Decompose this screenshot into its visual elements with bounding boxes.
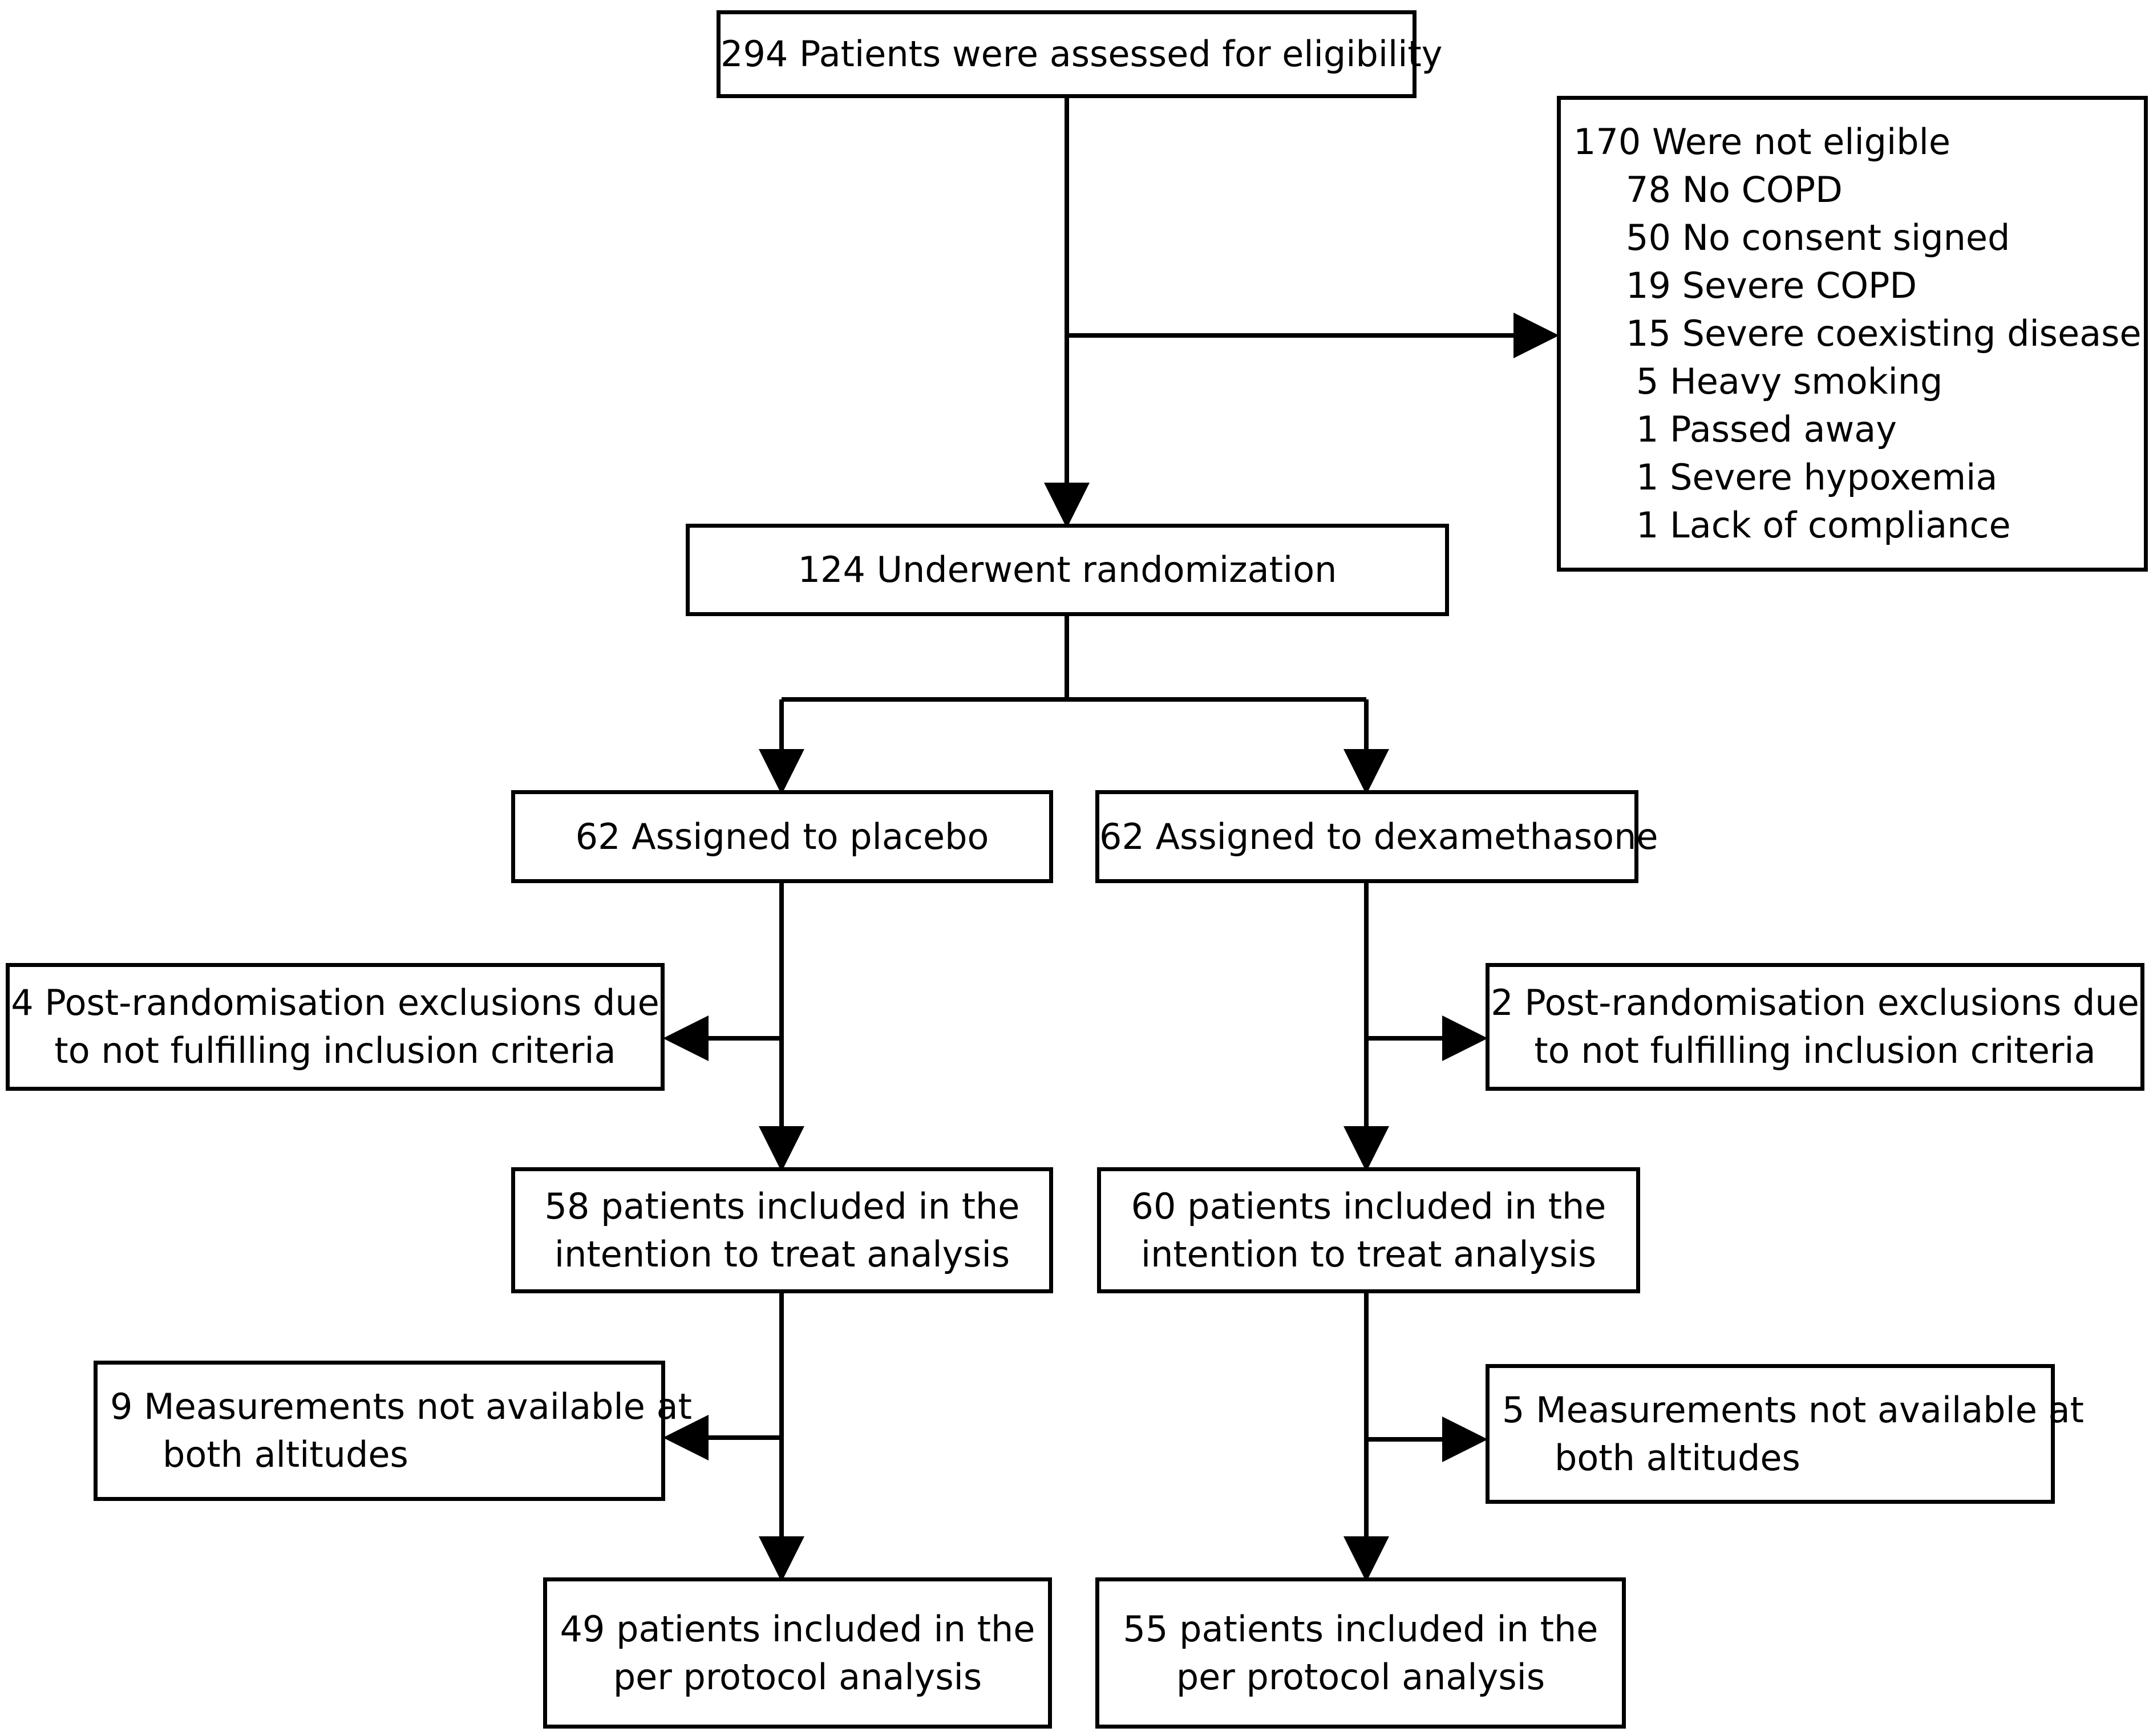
screening-text: 294 Patients were assessed for eligibili…: [721, 33, 1443, 75]
placebo-exclusion-box: 4 Post-randomisation exclusions due to n…: [6, 963, 665, 1091]
reason-severe-hypoxemia: 1 Severe hypoxemia: [1636, 456, 1998, 498]
reason-no-copd: 78 No COPD: [1626, 169, 1843, 211]
placebo-missing-line-1: 9 Measurements not available at: [110, 1386, 692, 1427]
not-eligible-box: 170 Were not eligible 78 No COPD 50 No c…: [1557, 96, 2148, 572]
reason-no-consent: 50 No consent signed: [1626, 217, 2010, 258]
reason-severe-coexisting: 15 Severe coexisting disease: [1626, 313, 2142, 354]
randomization-text: 124 Underwent randomization: [798, 549, 1337, 590]
dexamethasone-pp-box: 55 patients included in the per protocol…: [1095, 1577, 1626, 1729]
dexamethasone-missing-line-2: both altitudes: [1555, 1436, 1800, 1479]
dexamethasone-missing-box: 5 Measurements not available at both alt…: [1486, 1364, 2084, 1504]
placebo-missing-box: 9 Measurements not available at both alt…: [94, 1361, 692, 1501]
placebo-assigned-box: 62 Assigned to placebo: [511, 790, 1053, 883]
placebo-pp-line-1: 49 patients included in the: [560, 1608, 1035, 1650]
placebo-itt-line-2: intention to treat analysis: [554, 1233, 1010, 1275]
dexamethasone-exclusion-line-1: 2 Post-randomisation exclusions due: [1491, 982, 2139, 1023]
placebo-pp-line-2: per protocol analysis: [613, 1656, 982, 1698]
placebo-missing-line-2: both altitudes: [163, 1434, 408, 1475]
reason-lack-compliance: 1 Lack of compliance: [1636, 504, 2011, 546]
dexamethasone-itt-line-1: 60 patients included in the: [1131, 1185, 1606, 1227]
not-eligible-title: 170 Were not eligible: [1573, 121, 1950, 163]
placebo-exclusion-line-2: to not fulfilling inclusion criteria: [54, 1030, 616, 1071]
dexamethasone-itt-box: 60 patients included in the intention to…: [1097, 1167, 1640, 1293]
dexamethasone-pp-line-2: per protocol analysis: [1176, 1656, 1545, 1698]
placebo-itt-box: 58 patients included in the intention to…: [511, 1167, 1053, 1293]
reason-passed-away: 1 Passed away: [1636, 408, 1897, 450]
dexamethasone-assigned-box: 62 Assigned to dexamethasone: [1095, 790, 1658, 883]
dexamethasone-assigned-text: 62 Assigned to dexamethasone: [1099, 815, 1658, 857]
dexamethasone-pp-line-1: 55 patients included in the: [1123, 1608, 1598, 1650]
reason-severe-copd: 19 Severe COPD: [1626, 265, 1917, 306]
dexamethasone-missing-line-1: 5 Measurements not available at: [1502, 1389, 2084, 1431]
placebo-exclusion-line-1: 4 Post-randomisation exclusions due: [11, 982, 659, 1023]
dexamethasone-exclusion-line-2: to not fulfilling inclusion criteria: [1534, 1030, 2096, 1071]
dexamethasone-itt-line-2: intention to treat analysis: [1140, 1233, 1597, 1275]
placebo-itt-line-1: 58 patients included in the: [544, 1185, 1020, 1227]
placebo-assigned-text: 62 Assigned to placebo: [575, 815, 989, 857]
placebo-pp-box: 49 patients included in the per protocol…: [543, 1577, 1052, 1729]
randomization-box: 124 Underwent randomization: [686, 524, 1449, 616]
screening-box: 294 Patients were assessed for eligibili…: [717, 10, 1443, 98]
dexamethasone-exclusion-box: 2 Post-randomisation exclusions due to n…: [1486, 963, 2144, 1091]
reason-heavy-smoking: 5 Heavy smoking: [1636, 361, 1943, 402]
